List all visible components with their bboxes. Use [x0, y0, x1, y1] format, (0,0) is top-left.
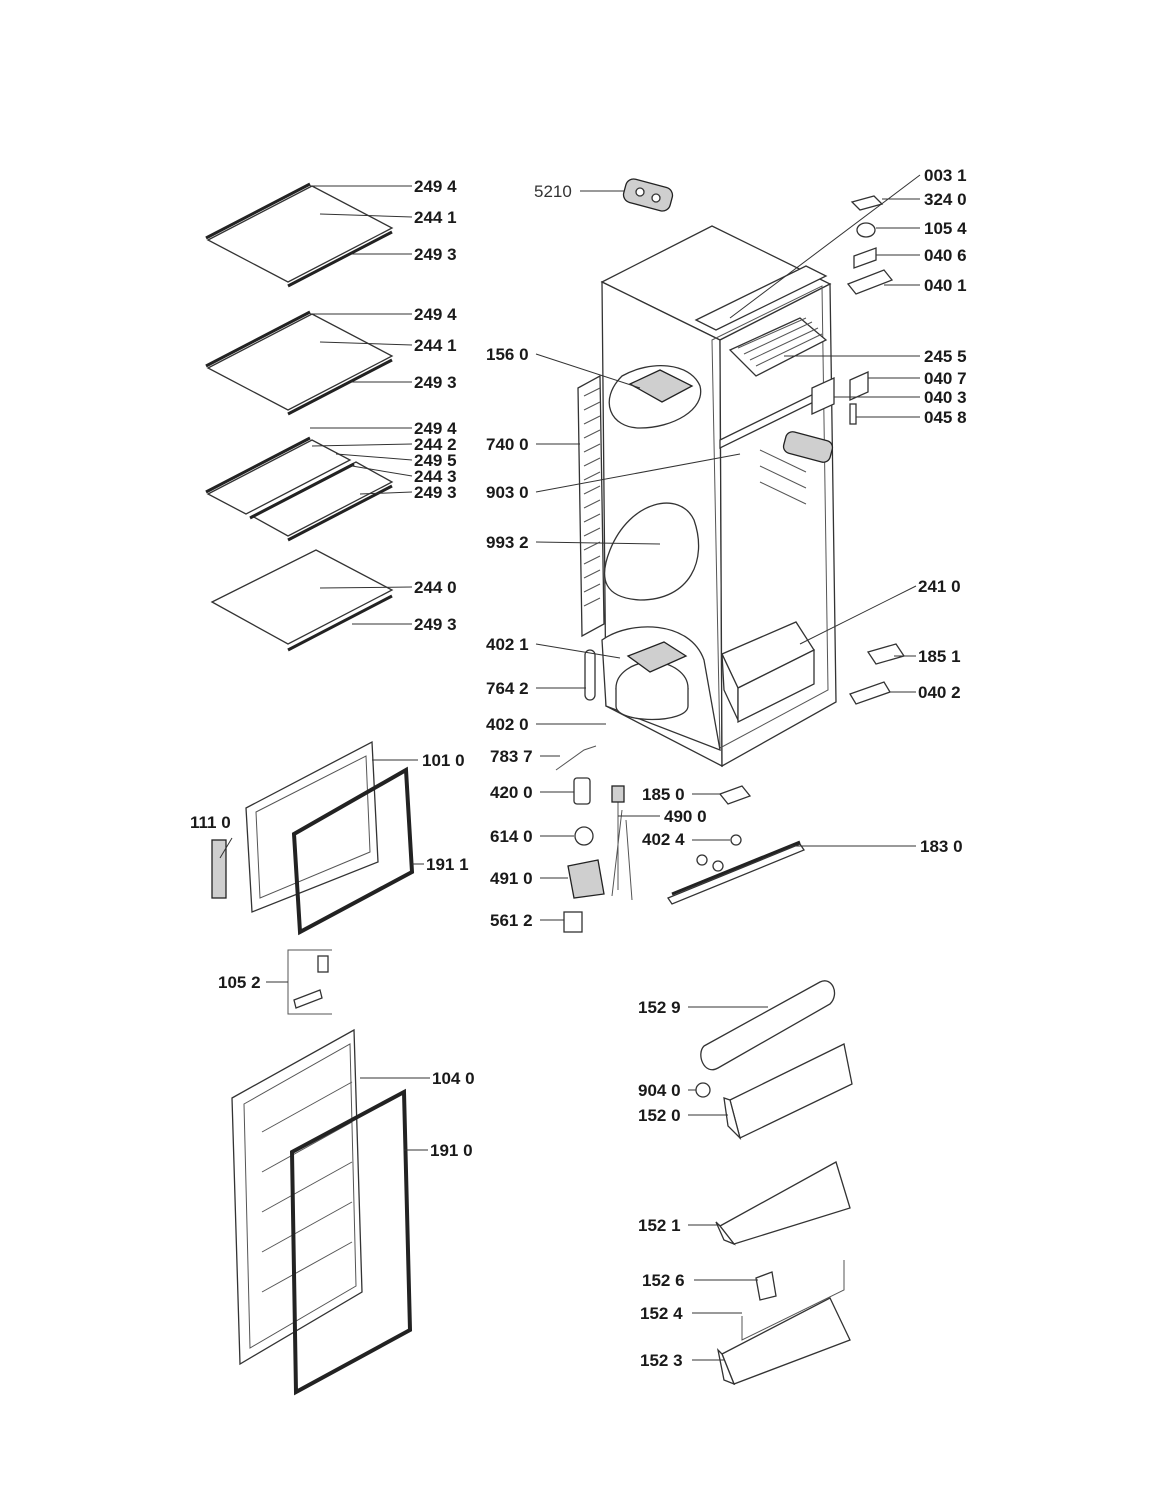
part-label-185-0: 185 0	[642, 785, 685, 804]
part-label-244-3: 244 3	[414, 467, 457, 486]
part-label-191-1: 191 1	[426, 855, 469, 874]
bottle-divider	[755, 1271, 777, 1301]
capacitor	[573, 777, 591, 805]
dairy-cover	[700, 980, 836, 1071]
split-glass-shelf	[205, 436, 394, 542]
part-label-003-1: 003 1	[924, 166, 967, 185]
part-label-249-3: 249 3	[414, 483, 457, 502]
part-label-614-0: 614 0	[490, 827, 533, 846]
part-label-249-3: 249 3	[414, 615, 457, 634]
leader-lines	[219, 174, 921, 1361]
part-label-561-2: 561 2	[490, 911, 533, 930]
part-label-183-0: 183 0	[920, 837, 963, 856]
part-label-402-0: 402 0	[486, 715, 529, 734]
part-label-402-1: 402 1	[486, 635, 529, 654]
middle-hinge	[849, 370, 869, 402]
part-label-764-2: 764 2	[486, 679, 529, 698]
base-rail	[667, 840, 805, 905]
part-label-105-4: 105 4	[924, 219, 967, 238]
fridge-door	[231, 1028, 363, 1366]
cover-hinge	[695, 1082, 711, 1098]
part-label-152-4: 152 4	[640, 1304, 683, 1323]
compressor	[615, 641, 689, 721]
part-label-040-3: 040 3	[924, 388, 967, 407]
glass-shelf-1	[205, 182, 394, 288]
part-label-249-4: 249 4	[414, 305, 457, 324]
refrigerator-cabinet	[600, 225, 837, 768]
relay	[574, 826, 594, 846]
part-label-244-1: 244 1	[414, 208, 457, 227]
part-label-402-4: 402 4	[642, 830, 685, 849]
filter-drier	[584, 649, 596, 701]
part-label-491-0: 491 0	[490, 869, 533, 888]
fridge-gasket	[289, 1088, 413, 1396]
door-bin-lower	[716, 1297, 851, 1386]
part-label-249-3: 249 3	[414, 245, 457, 264]
clip-set	[563, 911, 583, 933]
part-label-904-0: 904 0	[638, 1081, 681, 1100]
top-hinge	[846, 269, 894, 295]
ice-tray	[628, 369, 694, 403]
freezer-door	[245, 740, 379, 913]
part-label-040-1: 040 1	[924, 276, 967, 295]
foot-bracket	[866, 643, 906, 665]
part-label-040-2: 040 2	[918, 683, 961, 702]
part-label-244-2: 244 2	[414, 435, 457, 454]
part-label-249-5: 249 5	[414, 451, 457, 470]
top-hinge-pin	[853, 247, 877, 269]
part-label-244-0: 244 0	[414, 578, 457, 597]
part-label-241-0: 241 0	[918, 577, 961, 596]
hinge-bush	[856, 222, 876, 238]
middle-hinge-kit	[287, 949, 332, 1015]
glass-shelf-bottom	[210, 549, 394, 652]
rubber-feet	[696, 834, 742, 872]
part-label-152-3: 152 3	[640, 1351, 683, 1370]
part-label-045-8: 045 8	[924, 408, 967, 427]
part-label-101-0: 101 0	[422, 751, 465, 770]
cable-part	[555, 745, 597, 771]
part-label-040-7: 040 7	[924, 369, 967, 388]
part-label-152-1: 152 1	[638, 1216, 681, 1235]
part-label-156-0: 156 0	[486, 345, 529, 364]
part-labels: 249 4 244 1 249 3 249 4 244 1 249 3 249 …	[190, 166, 967, 1370]
part-label-111-0: 111 0	[190, 813, 231, 832]
part-label-993-2: 993 2	[486, 533, 529, 552]
part-label-783-7: 783 7	[490, 747, 533, 766]
part-label-5210: 5210	[534, 182, 572, 201]
terminal-cover	[567, 859, 605, 899]
part-label-245-5: 245 5	[924, 347, 967, 366]
part-label-152-9: 152 9	[638, 998, 681, 1017]
part-label-244-1: 244 1	[414, 336, 457, 355]
door-handle	[211, 839, 227, 899]
part-label-152-6: 152 6	[642, 1271, 685, 1290]
power-cord	[611, 785, 633, 901]
hinge-cover	[850, 195, 884, 211]
part-label-104-0: 104 0	[432, 1069, 475, 1088]
bottom-hinge	[849, 681, 891, 705]
door-bin-upper	[723, 1043, 853, 1141]
door-bin-middle	[715, 1161, 851, 1246]
freezer-gasket	[291, 766, 415, 936]
part-label-903-0: 903 0	[486, 483, 529, 502]
part-label-490-0: 490 0	[664, 807, 707, 826]
part-label-191-0: 191 0	[430, 1141, 473, 1160]
part-label-105-2: 105 2	[218, 973, 261, 992]
part-label-249-3: 249 3	[414, 373, 457, 392]
part-label-185-1: 185 1	[918, 647, 961, 666]
part-label-740-0: 740 0	[486, 435, 529, 454]
bottle-retainer	[741, 1260, 845, 1341]
part-label-420-0: 420 0	[490, 783, 533, 802]
part-label-152-0: 152 0	[638, 1106, 681, 1125]
part-label-249-4: 249 4	[414, 177, 457, 196]
condenser	[577, 374, 605, 638]
thermostat-housing	[622, 178, 674, 212]
part-label-324-0: 324 0	[924, 190, 967, 209]
hinge-screw	[849, 403, 857, 425]
door-switch	[718, 785, 752, 805]
part-label-040-6: 040 6	[924, 246, 967, 265]
glass-shelf-2	[205, 310, 394, 416]
part-label-249-4: 249 4	[414, 419, 457, 438]
